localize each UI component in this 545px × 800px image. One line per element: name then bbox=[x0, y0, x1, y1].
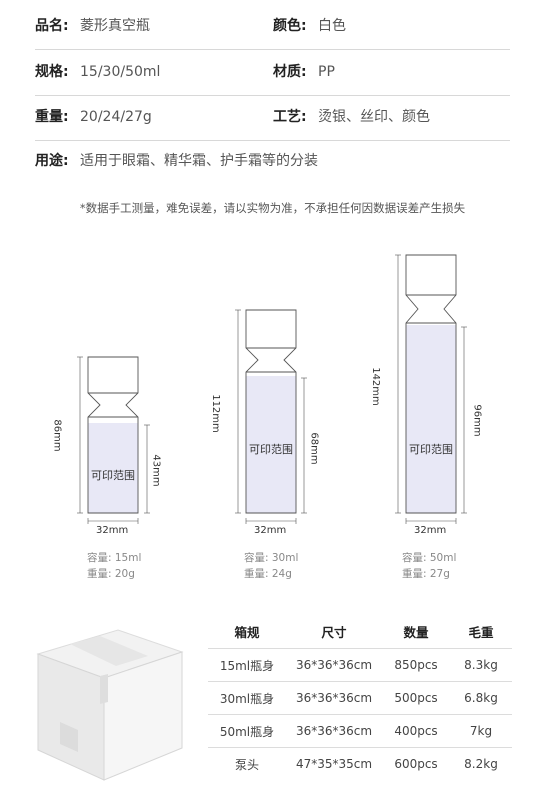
bottle-30ml-print-height-label: 68mm bbox=[308, 432, 320, 465]
spec-label-craft: 工艺: bbox=[273, 109, 307, 125]
bottle-30ml-capacity: 容量: 30ml bbox=[244, 552, 299, 564]
bottle-30ml: 112mm 68mm 可印范围 32mm 容量: 30ml 重量: 24g bbox=[210, 298, 338, 585]
bottle-15ml: 86mm 43mm 可印范围 32mm 容量: 15ml 重量: 20g bbox=[52, 345, 180, 585]
table-cell: 8.2kg bbox=[464, 757, 498, 771]
table-row: 泵头 47*35*35cm 600pcs 8.2kg bbox=[208, 748, 512, 780]
spec-label-name: 品名: bbox=[35, 18, 69, 34]
bottle-15ml-height-label: 86mm bbox=[51, 419, 63, 452]
bottle-15ml-weight: 重量: 20g bbox=[87, 568, 135, 580]
spec-row-weight: 重量: 20/24/27g 工艺: 烫银、丝印、颜色 bbox=[35, 106, 510, 128]
bottle-30ml-width-label: 32mm bbox=[254, 525, 287, 536]
bottle-30ml-height-label: 112mm bbox=[209, 394, 221, 433]
table-cell: 6.8kg bbox=[464, 691, 498, 705]
spec-value-color: 白色 bbox=[318, 18, 346, 34]
spec-value-weight: 20/24/27g bbox=[80, 109, 152, 125]
divider bbox=[35, 49, 510, 50]
spec-row-usage: 用途: 适用于眼霜、精华霜、护手霜等的分装 bbox=[35, 150, 510, 172]
spec-label-material: 材质: bbox=[273, 64, 307, 80]
bottle-50ml-weight: 重量: 27g bbox=[402, 568, 450, 580]
table-cell: 36*36*36cm bbox=[295, 691, 373, 705]
bottle-50ml-capacity: 容量: 50ml bbox=[402, 552, 457, 564]
bottle-30ml-drawing bbox=[235, 309, 307, 524]
table-cell: 600pcs bbox=[394, 757, 438, 771]
disclaimer-note: *数据手工测量，难免误差，请以实物为准，不承担任何因数据误差产生损失 bbox=[79, 201, 466, 215]
bottle-50ml-drawing bbox=[395, 254, 467, 524]
table-cell: 30ml瓶身 bbox=[219, 691, 275, 706]
table-cell: 36*36*36cm bbox=[295, 658, 373, 672]
column-header-gross-weight: 毛重 bbox=[468, 624, 494, 640]
spec-label-color: 颜色: bbox=[273, 18, 307, 34]
bottle-30ml-weight: 重量: 24g bbox=[244, 568, 292, 580]
table-cell: 15ml瓶身 bbox=[219, 658, 275, 673]
bottle-50ml-print-height-label: 96mm bbox=[471, 404, 483, 437]
column-header-quantity: 数量 bbox=[403, 624, 429, 640]
table-cell: 50ml瓶身 bbox=[219, 724, 275, 739]
spec-label-size: 规格: bbox=[35, 64, 69, 80]
bottle-15ml-print-height-label: 43mm bbox=[150, 454, 162, 487]
bottle-15ml-capacity: 容量: 15ml bbox=[87, 552, 142, 564]
bottle-50ml-height-label: 142mm bbox=[369, 367, 381, 406]
bottle-30ml-print-area-label: 可印范围 bbox=[249, 443, 293, 456]
bottle-15ml-width-label: 32mm bbox=[96, 525, 129, 536]
spec-label-weight: 重量: bbox=[35, 109, 69, 125]
spec-value-size: 15/30/50ml bbox=[80, 64, 161, 80]
spec-row-name: 品名: 菱形真空瓶 颜色: 白色 bbox=[35, 15, 510, 37]
spec-row-size: 规格: 15/30/50ml 材质: PP bbox=[35, 61, 510, 83]
column-header-size: 尺寸 bbox=[321, 624, 347, 640]
table-cell: 8.3kg bbox=[464, 658, 498, 672]
table-cell: 泵头 bbox=[234, 757, 259, 772]
table-row: 30ml瓶身 36*36*36cm 500pcs 6.8kg bbox=[208, 682, 512, 714]
table-cell: 850pcs bbox=[394, 658, 438, 672]
table-row: 15ml瓶身 36*36*36cm 850pcs 8.3kg bbox=[208, 649, 512, 681]
spec-value-material: PP bbox=[318, 64, 335, 80]
spec-value-usage: 适用于眼霜、精华霜、护手霜等的分装 bbox=[80, 153, 318, 169]
table-divider bbox=[208, 747, 512, 748]
bottle-50ml-print-area-label: 可印范围 bbox=[409, 443, 453, 456]
packing-table-header: 箱规 尺寸 数量 毛重 bbox=[208, 614, 512, 648]
table-divider bbox=[208, 714, 512, 715]
bottle-15ml-print-area-label: 可印范围 bbox=[91, 469, 135, 482]
table-cell: 47*35*35cm bbox=[295, 757, 373, 771]
table-cell: 7kg bbox=[469, 724, 493, 738]
bottle-15ml-drawing bbox=[77, 356, 150, 524]
table-divider bbox=[208, 648, 512, 649]
table-divider bbox=[208, 681, 512, 682]
column-header-carton: 箱规 bbox=[234, 624, 260, 640]
carton-box-icon bbox=[36, 629, 184, 781]
table-cell: 500pcs bbox=[394, 691, 438, 705]
divider bbox=[35, 140, 510, 141]
carton-box-image bbox=[30, 612, 190, 782]
spec-label-usage: 用途: bbox=[35, 153, 69, 169]
spec-value-name: 菱形真空瓶 bbox=[80, 18, 150, 34]
spec-value-craft: 烫银、丝印、颜色 bbox=[318, 109, 430, 125]
table-cell: 36*36*36cm bbox=[295, 724, 373, 738]
table-cell: 400pcs bbox=[394, 724, 438, 738]
bottle-50ml-width-label: 32mm bbox=[414, 525, 447, 536]
divider bbox=[35, 95, 510, 96]
bottle-50ml: 142mm 96mm 可印范围 32mm 容量: 50ml 重量: 27g bbox=[370, 243, 498, 585]
table-row: 50ml瓶身 36*36*36cm 400pcs 7kg bbox=[208, 715, 512, 747]
